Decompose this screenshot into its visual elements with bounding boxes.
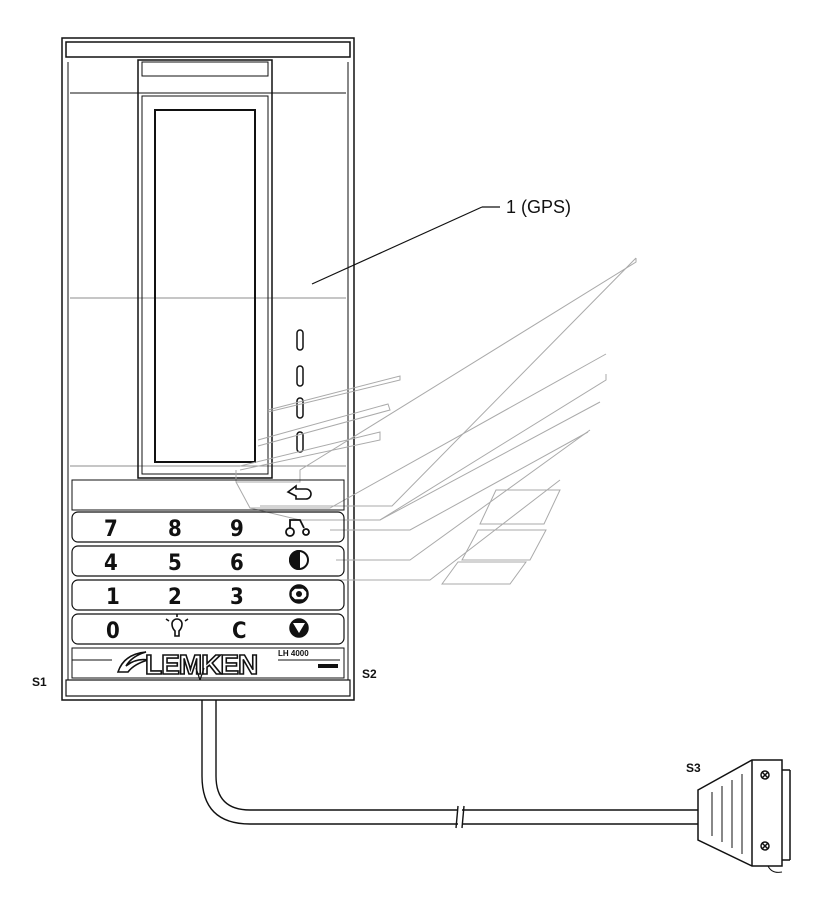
function-row bbox=[71, 479, 345, 511]
cable bbox=[201, 700, 698, 829]
led-1 bbox=[296, 329, 304, 351]
key-c[interactable]: C bbox=[232, 619, 247, 644]
led-indicators bbox=[296, 329, 304, 453]
keypad-row-4 bbox=[71, 613, 345, 645]
key-3[interactable]: 3 bbox=[230, 585, 244, 610]
gps-callout: 1 (GPS) bbox=[311, 197, 571, 285]
lemken-logo-icon bbox=[116, 651, 149, 673]
led-3 bbox=[296, 397, 304, 419]
connector-s3 bbox=[697, 759, 791, 873]
terminal-housing bbox=[61, 37, 355, 701]
led-4 bbox=[296, 431, 304, 453]
key-9[interactable]: 9 bbox=[230, 517, 244, 542]
keypad-row-2 bbox=[71, 545, 345, 577]
keypad-row-3 bbox=[71, 579, 345, 611]
led-2 bbox=[296, 365, 304, 387]
label-s2: S2 bbox=[362, 667, 377, 681]
gps-callout-label: 1 (GPS) bbox=[506, 197, 571, 217]
label-s1: S1 bbox=[32, 675, 47, 689]
connector-screw-bottom bbox=[760, 841, 770, 851]
back-arrow-icon[interactable] bbox=[286, 484, 312, 500]
tractor-icon[interactable] bbox=[285, 519, 310, 537]
lamp-icon[interactable] bbox=[165, 614, 189, 637]
chevron-watermark bbox=[235, 257, 637, 585]
key-6[interactable]: 6 bbox=[230, 551, 244, 576]
display-window bbox=[137, 59, 273, 479]
connector-screw-top bbox=[760, 770, 770, 780]
half-circle-icon[interactable] bbox=[289, 549, 309, 571]
down-triangle-icon[interactable] bbox=[289, 618, 309, 638]
label-s3: S3 bbox=[686, 761, 701, 775]
key-5[interactable]: 5 bbox=[168, 551, 182, 576]
keypad bbox=[71, 511, 345, 645]
key-4[interactable]: 4 bbox=[104, 551, 118, 576]
keypad-row-1 bbox=[71, 511, 345, 543]
key-1[interactable]: 1 bbox=[106, 585, 120, 610]
model-name: LH 4000 bbox=[278, 649, 309, 658]
key-8[interactable]: 8 bbox=[168, 517, 182, 542]
brand-strip: LEMKEN LH 4000 bbox=[71, 647, 345, 681]
key-0[interactable]: 0 bbox=[106, 619, 120, 644]
housing-bottom bbox=[65, 667, 351, 697]
key-2[interactable]: 2 bbox=[168, 585, 182, 610]
stop-sign-icon[interactable] bbox=[289, 584, 309, 604]
key-7[interactable]: 7 bbox=[104, 517, 118, 542]
